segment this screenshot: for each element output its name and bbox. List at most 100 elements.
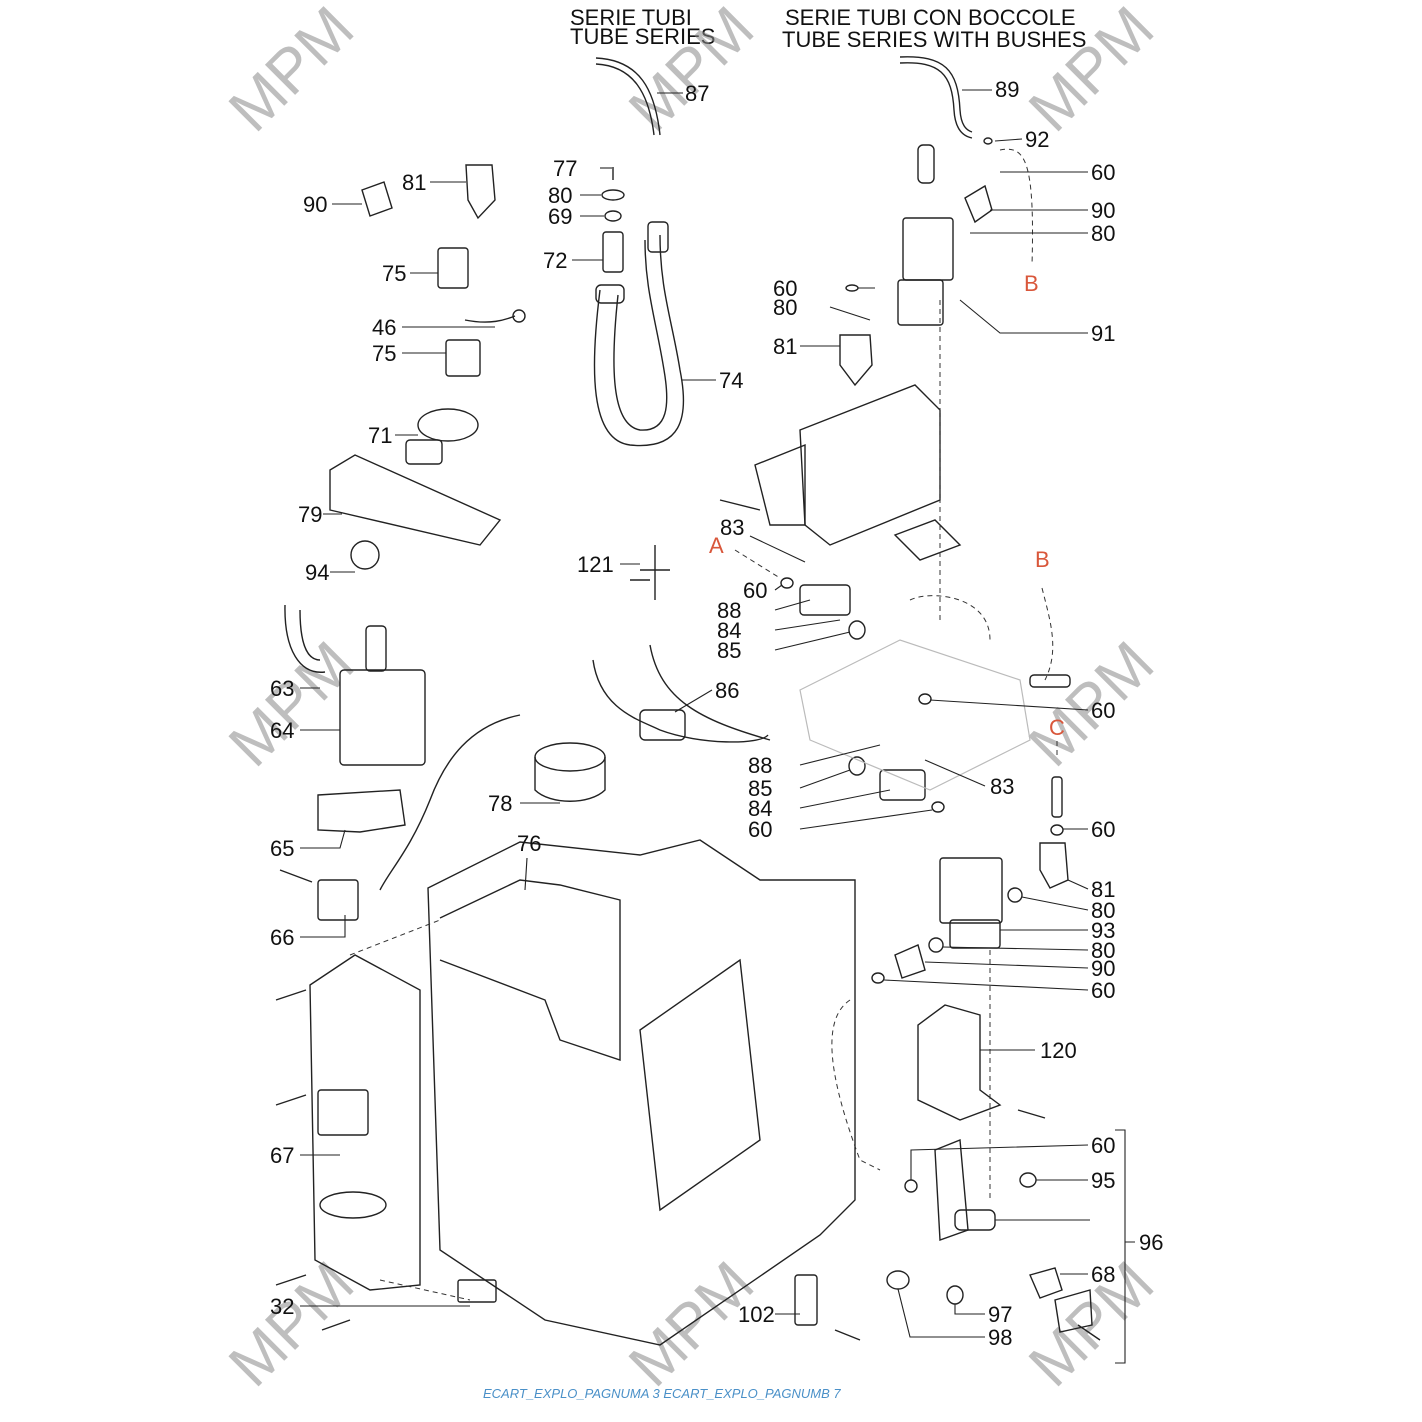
tube-89-drawing [899,62,973,139]
label-78: 78 [488,791,512,816]
label-80: 80 [1091,221,1115,246]
label-74: 74 [719,368,743,393]
valve-71-drawing [417,408,479,442]
bracket-120-drawing [917,1004,1002,1121]
label-79: 79 [298,502,322,527]
oring-60-drawing [871,972,885,984]
switch-75-drawing [445,339,481,377]
label-98: 98 [988,1325,1012,1350]
part-drawings [275,56,1101,1346]
screws-drawing [275,499,1101,1341]
label-77: 77 [553,156,577,181]
coupling-84-drawing [879,769,926,801]
label-60: 60 [1091,978,1115,1003]
heater-74-drawing [595,284,625,304]
leader-80 [942,946,1089,951]
label-96: 96 [1139,1230,1163,1255]
label-88: 88 [717,598,741,623]
label-66: 66 [270,925,294,950]
leader-60 [799,809,933,830]
label-90: 90 [303,192,327,217]
routing-lines [349,148,1058,1301]
oring-80-drawing [1007,887,1023,903]
oring-95-drawing [1019,1172,1037,1188]
oring-80-drawing [928,937,944,953]
label-91: 91 [1091,321,1115,346]
sensor-46-drawing [512,309,526,323]
label-93: 93 [1091,918,1115,943]
leader-60 [883,979,1089,991]
label-94: 94 [305,560,329,585]
heater-74-drawing [647,221,669,253]
label-81: 81 [402,170,426,195]
pin-drawing [1029,674,1071,688]
label-92: 92 [1025,127,1049,152]
bushes-series-header-it: SERIE TUBI CON BOCCOLE [785,5,1076,30]
label-88: 88 [748,753,772,778]
part-68-drawing [1054,1289,1093,1333]
label-97: 97 [988,1302,1012,1327]
label-72: 72 [543,248,567,273]
tube-86-drawing [649,644,771,741]
leader-60 [910,1144,1089,1180]
solenoid-93-drawing [939,857,1003,924]
label-60: 60 [743,578,767,603]
label-86: 86 [715,678,739,703]
tee-121-drawing [630,545,670,600]
label-60: 60 [1091,817,1115,842]
fitting-90-drawing [894,944,926,979]
valve-group-96-drawing [934,1139,969,1241]
frame-bracket-drawing [893,519,962,561]
leader-76 [524,857,528,891]
leader-60 [774,584,783,591]
pump-64-drawing [365,625,387,672]
leader-91 [959,299,1088,334]
housing-76-drawing [639,958,761,1212]
fitting-90-drawing [361,181,393,217]
label-69: 69 [548,204,572,229]
fitting-94-drawing [284,604,326,673]
leader-88 [799,744,881,766]
label-120: 120 [1040,1038,1077,1063]
label-68: 68 [1091,1262,1115,1287]
label-65: 65 [270,836,294,861]
leader-60 [929,699,1089,711]
route-to-b [999,148,1033,266]
pcb-67-drawing [309,954,421,1291]
heater-74-drawing [593,234,685,447]
watermark: MPM [216,0,367,145]
route-lower [831,999,881,1171]
tube-series-header-it: SERIE TUBI [570,5,692,30]
label-121: 121 [577,552,614,577]
oring-98-drawing [886,1270,910,1290]
label-80: 80 [1091,898,1115,923]
brew-unit-ghost [799,639,1031,791]
elbow-81-drawing [839,334,873,387]
solenoid-93-drawing [949,919,1001,949]
connector-b: B [1024,271,1039,296]
label-83: 83 [990,774,1014,799]
tube-89-drawing [899,56,973,133]
solenoid-91-drawing [917,144,935,184]
label-80: 80 [1091,938,1115,963]
fitting-72-drawing [602,231,624,273]
watermark: MPM [216,1249,367,1400]
housing-76-drawing [427,839,856,1346]
route-vertical [909,300,991,641]
oring-60-drawing [918,693,932,705]
fitting-90-drawing [964,184,993,224]
pin-drawing [1051,776,1063,818]
leader-92 [994,138,1023,142]
seal-85-drawing [848,620,866,640]
label-90: 90 [1091,198,1115,223]
label-84: 84 [748,796,772,821]
sensor-46-drawing [464,315,516,323]
leader-lines [300,89,1135,1364]
connector-a: A [709,533,724,558]
label-90: 90 [1091,956,1115,981]
leader-83 [924,759,986,787]
label-60: 60 [1091,160,1115,185]
leader-83 [749,535,806,563]
bracket-65-drawing [317,789,406,833]
